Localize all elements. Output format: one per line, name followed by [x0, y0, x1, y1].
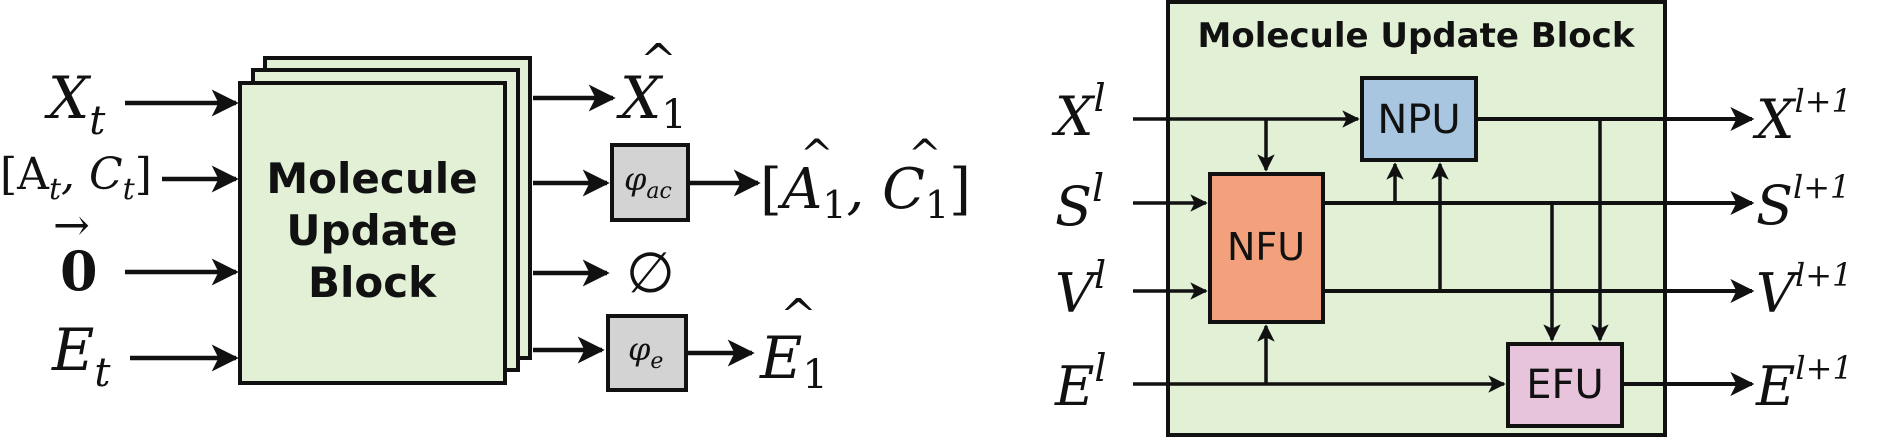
output-s-l1: Sl+1: [1756, 168, 1850, 237]
output-e-l1: El+1: [1755, 349, 1853, 418]
output-e-hat: ^ E1: [759, 290, 828, 398]
head-phi-ac-label: φac: [624, 160, 672, 204]
head-phi-e-label: φe: [628, 330, 663, 374]
npu-label: NPU: [1377, 97, 1460, 143]
npu-box: [1360, 76, 1478, 162]
block-label-line-2: Update: [286, 206, 457, 255]
input-e-t: Et: [51, 316, 111, 396]
svg-text:E1: E1: [759, 324, 828, 398]
right-diagram: Molecule Update Block NPU NFU EFU Xl S: [1051, 0, 1853, 437]
input-zero-arrow: →: [53, 200, 90, 251]
svg-text:^: ^: [908, 132, 942, 178]
block-label-line-1: Molecule: [266, 154, 477, 203]
svg-text:^: ^: [780, 290, 817, 341]
efu-label: EFU: [1526, 362, 1604, 408]
nfu-box: [1208, 172, 1325, 324]
output-ac-hat: ^ ^ [A1, C1]: [760, 132, 971, 227]
svg-text:^: ^: [800, 132, 834, 178]
left-diagram: Molecule Update Block Xt [At, Ct] → 0 Et…: [0, 35, 971, 398]
input-e-l: El: [1054, 346, 1107, 418]
update-block-title: Molecule Update Block: [1198, 16, 1636, 56]
input-zero: 0: [60, 239, 98, 303]
stack-block-front: [238, 81, 507, 385]
output-empty-set: ∅: [626, 241, 675, 306]
input-x-l: Xl: [1051, 76, 1106, 148]
input-s-l: Sl: [1055, 166, 1104, 238]
input-v-l: Vl: [1055, 253, 1106, 325]
svg-text:[A1, C1]: [A1, C1]: [760, 157, 971, 227]
svg-text:X1: X1: [616, 64, 687, 138]
efu-box: [1506, 342, 1624, 428]
input-a-c: [At, Ct]: [0, 149, 152, 207]
head-phi-ac: [610, 143, 690, 222]
output-v-l1: Vl+1: [1756, 256, 1852, 325]
input-x-t: Xt: [44, 64, 106, 144]
block-label-line-3: Block: [308, 258, 437, 307]
output-x-l1: Xl+1: [1752, 82, 1852, 151]
svg-text:^: ^: [640, 35, 677, 86]
nfu-label: NFU: [1227, 225, 1305, 269]
output-x-hat: ^ X1: [616, 35, 687, 138]
head-phi-e: [606, 314, 688, 392]
